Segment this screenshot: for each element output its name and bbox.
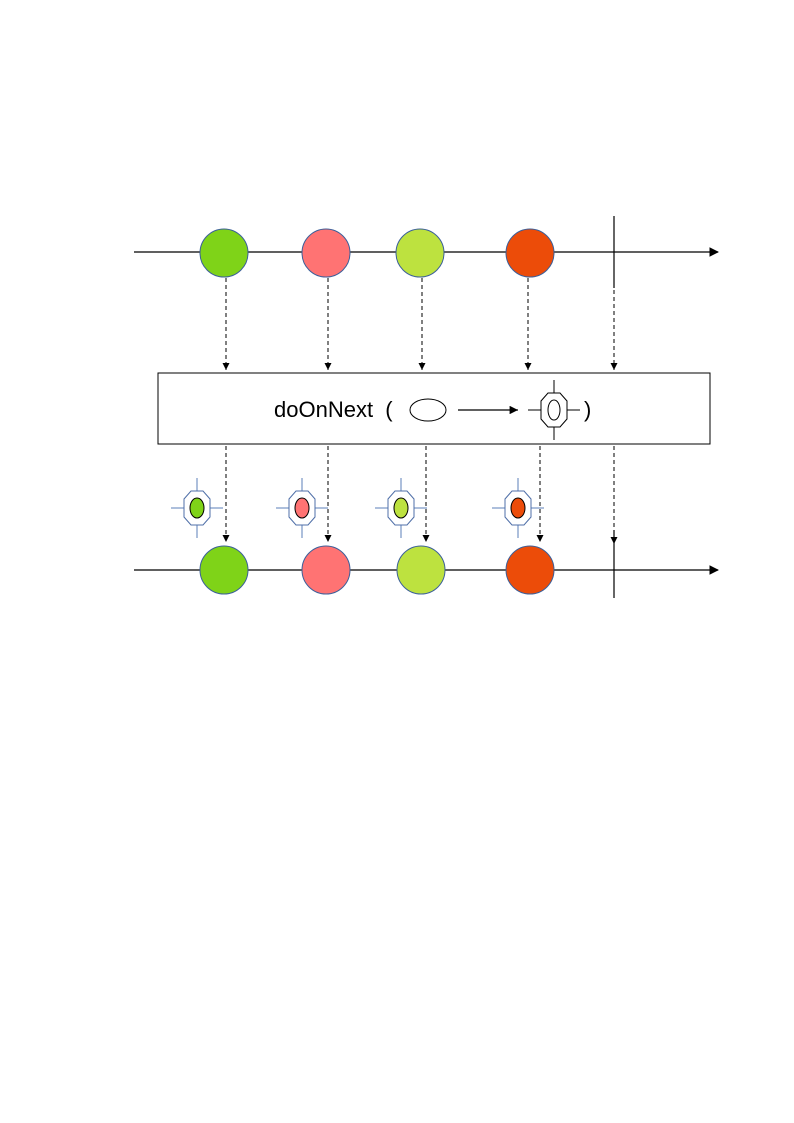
operator-input-ellipse: [409, 398, 447, 422]
result-marble: [396, 545, 446, 595]
source-connectors: [222, 278, 618, 370]
result-marble: [505, 545, 555, 595]
source-marble: [199, 228, 249, 278]
operator-label: doOnNext (: [274, 397, 393, 422]
operator-open-paren: (: [385, 397, 393, 422]
result-marbles: [199, 545, 555, 595]
operator-name: doOnNext: [274, 397, 373, 422]
side-effect-icons: [171, 478, 544, 538]
source-marbles: [199, 228, 555, 278]
side-effect-icon: [276, 478, 328, 538]
result-marble: [301, 545, 351, 595]
source-marble: [301, 228, 351, 278]
side-effect-icon: [375, 478, 427, 538]
source-marble: [505, 228, 555, 278]
side-effect-icon: [171, 478, 223, 538]
result-marble: [199, 545, 249, 595]
operator-side-effect-icon: [528, 380, 580, 440]
source-marble: [395, 228, 445, 278]
operator-box: doOnNext ( ): [157, 372, 711, 445]
operator-close-paren: ): [584, 397, 591, 422]
side-effect-icon: [492, 478, 544, 538]
result-connectors: [222, 446, 618, 544]
